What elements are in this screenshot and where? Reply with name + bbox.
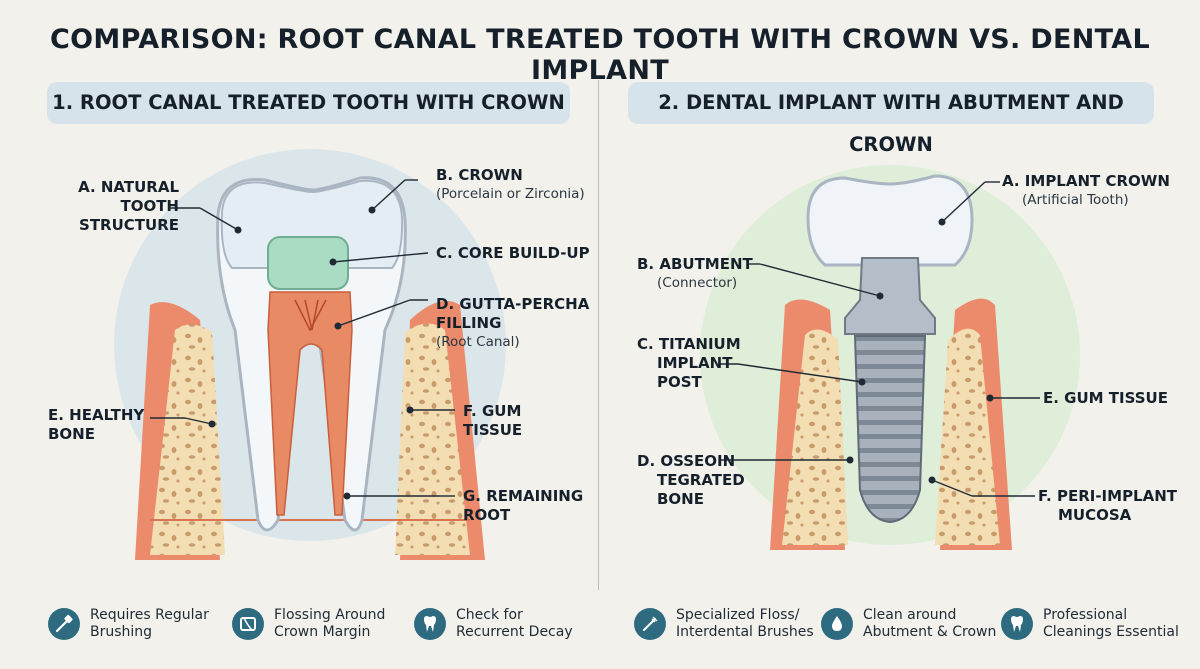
care-text: Recurrent Decay [456,624,573,640]
care-text: Professional [1043,607,1128,623]
care-text: Flossing Around [274,607,386,623]
care-text: Abutment & Crown [863,624,997,640]
label-text: TEGRATED [657,471,745,489]
care-text: Clean around [863,607,957,623]
implant-diagram [700,165,1080,550]
label-implant-crown: A. IMPLANT CROWN (Artificial Tooth) [1002,172,1170,210]
label-peri-implant-mucosa: F. PERI-IMPLANT MUCOSA [1038,487,1177,525]
label-abutment: B. ABUTMENT (Connector) [637,255,753,293]
label-text: G. REMAINING [463,487,584,505]
right-panel-heading: 2. DENTAL IMPLANT WITH ABUTMENT AND CROW… [628,82,1154,156]
label-subtext: (Porcelain or Zirconia) [436,186,585,202]
label-healthy-bone: E. HEALTHY BONE [48,406,144,444]
label-gum-tissue-right: E. GUM TISSUE [1043,389,1168,407]
toothbrush-icon [48,608,80,640]
label-text: F. PERI-IMPLANT [1038,487,1178,505]
label-text: F. GUM [463,402,522,420]
leader-c [332,252,429,263]
label-natural-tooth: A. NATURAL TOOTH STRUCTURE [55,178,179,235]
care-text: Check for [456,607,523,623]
label-text: BONE [48,425,95,443]
implant-abutment [844,257,936,335]
tooth-clean-icon [1001,608,1033,640]
care-text: Cleanings Essential [1043,624,1179,640]
label-text: ROOT [463,506,511,524]
implant-post [853,335,927,524]
left-bone [150,323,470,555]
right-bone [782,328,1000,545]
interdental-brush-icon [634,608,666,640]
care-tip-interdental: Specialized Floss/Interdental Brushes [634,602,814,646]
label-text: E. HEALTHY [48,406,145,424]
left-core-buildup [267,236,349,290]
label-text: FILLING [436,314,502,332]
care-text: Requires Regular [90,607,209,623]
label-text: B. ABUTMENT [637,255,753,273]
care-text: Brushing [90,624,153,640]
label-text: MUCOSA [1058,506,1132,524]
implant-crown [806,174,974,267]
tooth-check-icon [414,608,446,640]
label-remaining-root: G. REMAINING ROOT [463,487,583,525]
water-drop-icon [821,608,853,640]
label-text: BONE [657,490,704,508]
label-text: STRUCTURE [79,216,179,234]
label-text: B. CROWN [436,166,523,184]
label-osseointegrated-bone: D. OSSEOIN TEGRATED BONE [637,452,745,509]
left-canal-filling [267,291,353,516]
page-title: COMPARISON: ROOT CANAL TREATED TOOTH WIT… [50,24,1150,86]
care-text: Crown Margin [274,624,371,640]
label-subtext: (Root Canal) [436,334,520,350]
left-panel-heading: 1. ROOT CANAL TREATED TOOTH WITH CROWN [47,82,570,124]
care-text: Interdental Brushes [676,624,814,640]
label-core-buildup: C. CORE BUILD-UP [436,244,590,262]
care-text: Specialized Floss/ [676,607,800,623]
root-canal-diagram [114,149,506,560]
label-text: D. OSSEOIN [637,452,736,470]
floss-icon [232,608,264,640]
label-text: A. IMPLANT CROWN [1002,172,1170,190]
label-text: D. GUTTA-PERCHA [436,295,590,313]
label-crown: B. CROWN (Porcelain or Zirconia) [436,166,585,204]
label-text: POST [657,373,702,391]
label-text: TISSUE [463,421,523,439]
panel-divider [598,80,599,590]
label-gutta-percha: D. GUTTA-PERCHA FILLING (Root Canal) [436,295,589,352]
label-gum-tissue-left: F. GUM TISSUE [463,402,522,440]
label-text: A. NATURAL TOOTH [78,178,179,215]
label-titanium-post: C. TITANIUM IMPLANT POST [637,335,741,392]
label-text: IMPLANT [657,354,733,372]
label-subtext: (Artificial Tooth) [1022,192,1129,208]
label-text: C. TITANIUM [637,335,741,353]
label-subtext: (Connector) [657,275,738,291]
